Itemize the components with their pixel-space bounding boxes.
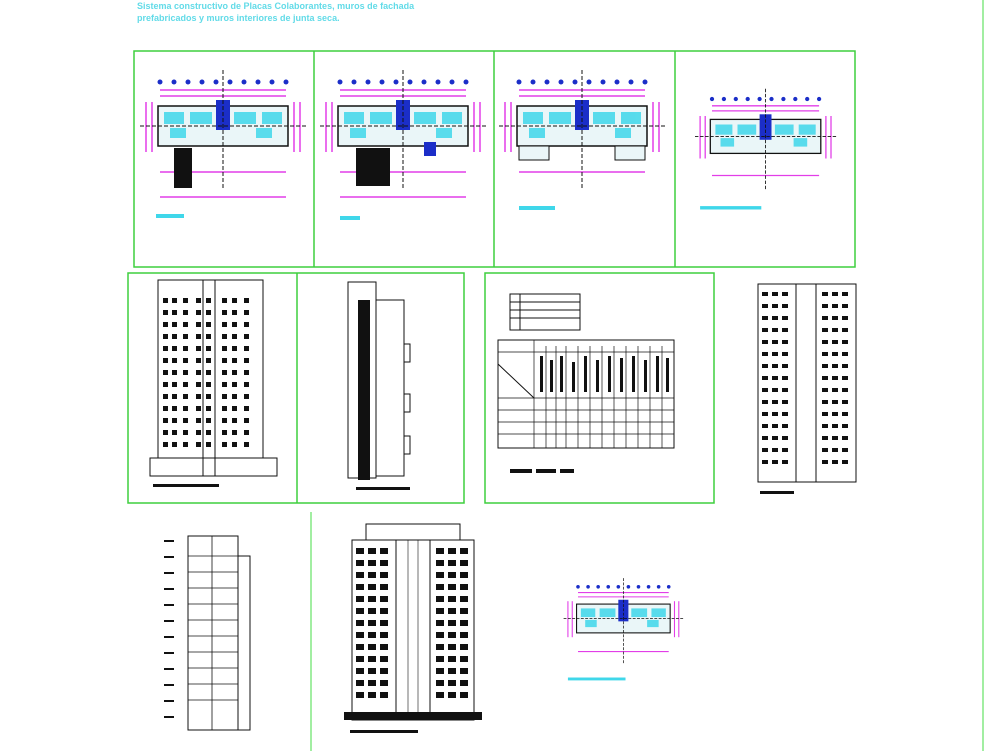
sheet-title-line-2: prefabricados y muros interiores de junt… (137, 13, 340, 23)
floor-plan-roof (563, 577, 684, 681)
door-window-schedule (497, 293, 675, 473)
rear-elevation (757, 283, 857, 494)
front-elevation-a (149, 279, 278, 487)
floor-plan-first (319, 69, 487, 220)
front-elevation-b (344, 523, 482, 733)
side-elevation-b (164, 535, 251, 731)
frame-schedule (484, 272, 715, 504)
sheet-title-line-1: Sistema constructivo de Placas Colaboran… (137, 1, 415, 11)
sheet-title: Sistema constructivo de Placas Colaboran… (137, 0, 437, 24)
side-elevation-a (347, 281, 411, 490)
floor-plan-ground (139, 69, 307, 218)
frames (127, 50, 856, 504)
floor-plan-typical-a (498, 69, 666, 210)
frame-elevations (127, 272, 465, 504)
floor-plan-typical-b (694, 88, 837, 210)
